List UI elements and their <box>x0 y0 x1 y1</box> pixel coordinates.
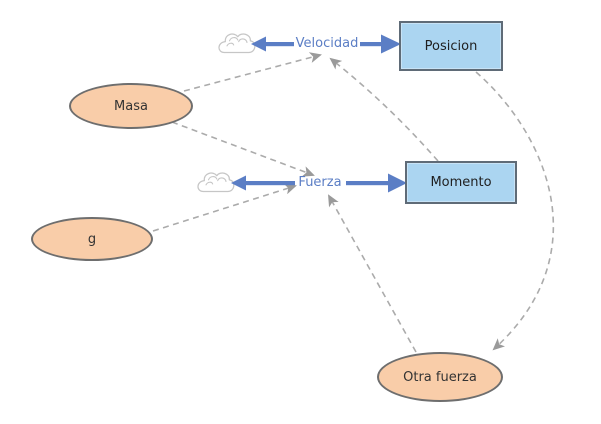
aux-label: Masa <box>114 98 148 114</box>
flow-label-fuerza[interactable]: Fuerza <box>298 175 342 190</box>
connector-posicion-otra-fuerza[interactable] <box>475 71 555 351</box>
cloud-icon-fuerza-source[interactable] <box>197 172 235 193</box>
aux-otra-fuerza[interactable]: Otra fuerza <box>377 352 503 402</box>
flow-arrowhead-left-icon <box>251 36 266 52</box>
stock-label: Posicion <box>424 38 478 54</box>
flow-shaft <box>346 181 389 186</box>
flow-arrowhead-right-icon <box>388 173 407 193</box>
connector-masa-velocidad[interactable] <box>183 52 322 92</box>
connector-otra-fuerza-fuerza[interactable] <box>328 194 417 353</box>
connector-momento-velocidad[interactable] <box>329 57 439 162</box>
cloud-icon-velocidad-source[interactable] <box>218 33 256 54</box>
aux-g[interactable]: g <box>31 217 153 261</box>
flow-arrowhead-right-icon <box>381 34 401 54</box>
stock-momento[interactable]: Momento <box>405 161 517 204</box>
stock-label: Momento <box>430 175 492 190</box>
flow-arrowhead-left-icon <box>231 175 246 191</box>
aux-masa[interactable]: Masa <box>69 83 193 129</box>
flow-shaft <box>244 181 295 186</box>
connector-masa-fuerza[interactable] <box>171 121 315 177</box>
flow-fuerza[interactable] <box>231 173 407 193</box>
aux-label: Otra fuerza <box>403 369 477 385</box>
flow-shaft <box>360 42 383 47</box>
stock-posicion[interactable]: Posicion <box>399 21 503 71</box>
flow-velocidad[interactable] <box>251 34 401 54</box>
flow-shaft <box>263 42 294 47</box>
flow-label-velocidad[interactable]: Velocidad <box>295 36 359 51</box>
aux-label: g <box>87 231 97 247</box>
connector-g-fuerza[interactable] <box>152 183 297 232</box>
